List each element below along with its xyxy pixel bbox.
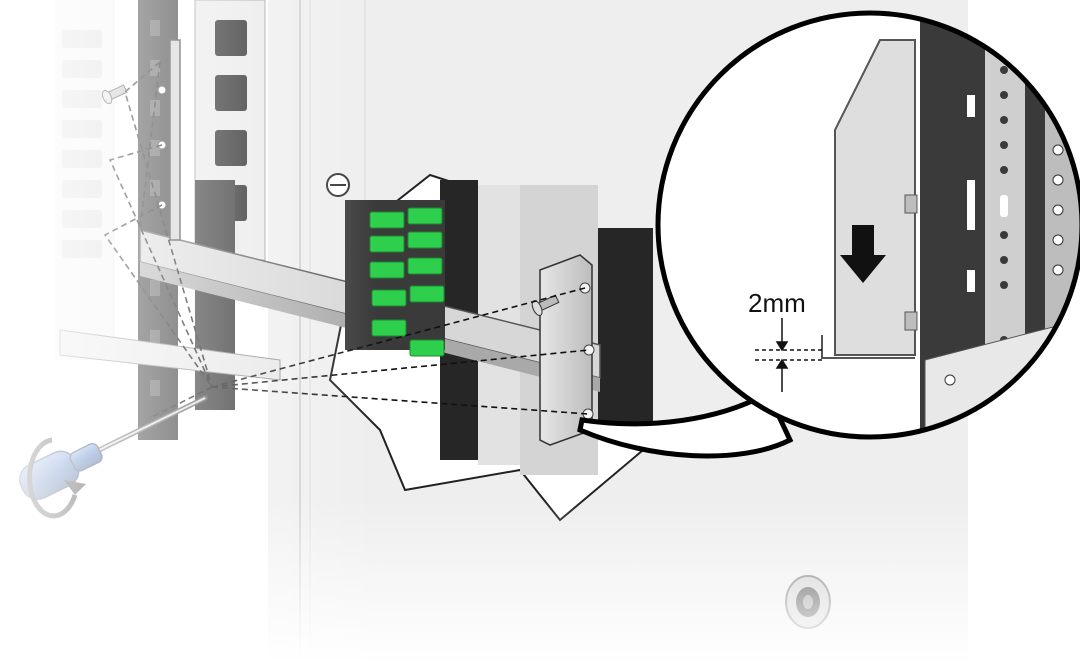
io-module [345,200,445,357]
panel-lock-icon [785,575,831,629]
down-arrow-icon [840,225,886,283]
clearance-label: 2mm [748,288,806,318]
magnified-callout: 2mm [577,10,1080,459]
panel-latch-icon [326,173,350,197]
screw-hole [157,85,167,95]
clearance-markers [755,318,825,392]
